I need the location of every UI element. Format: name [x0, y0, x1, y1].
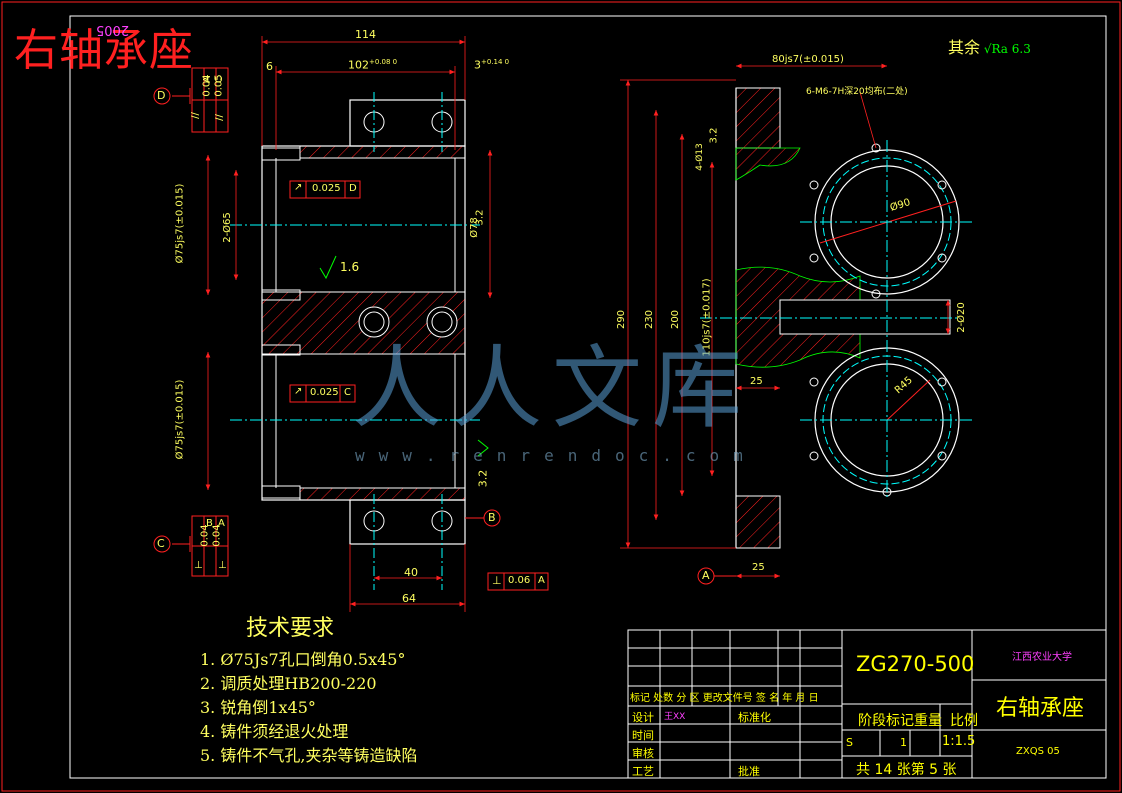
revision-header: 标记 处数 分 区 更改文件号 签 名 年 月 日 [630, 693, 819, 704]
dim-6-m6: 6-M6-7H深20均布(二处) [806, 87, 908, 97]
dim-6: 6 [266, 60, 273, 73]
dim-25-bottom: 25 [752, 562, 765, 573]
requirement-3: 3. 锐角倒1x45° [200, 698, 316, 717]
perp-bottom-val: 0.06 [508, 575, 531, 586]
drawing-number: ZXQS 05 [1016, 746, 1060, 757]
dim-80: 80js7(±0.015) [772, 54, 844, 65]
datum-b-label: B [488, 511, 496, 524]
requirement-2: 2. 调质处理HB200-220 [200, 674, 377, 693]
tol-bot-row2-datum: A [218, 518, 225, 529]
process-label: 工艺 [632, 765, 654, 778]
dim-102-tol: +0.08 0 [369, 58, 398, 66]
tol-bot-row1-sym: ⊥ [194, 560, 203, 571]
dim-75-bottom: Ø75js7(±0.015) [174, 379, 186, 460]
surface-note-value: 6.3 [1011, 42, 1031, 56]
scale-label: 比例 [950, 713, 978, 729]
material-label: ZG270-500 [856, 652, 975, 676]
title-block [627, 629, 1107, 779]
scale-value: 1:1.5 [942, 734, 976, 749]
dim-2-65: 2-Ø65 [221, 212, 233, 243]
dim-4-13: 4-Ø13 [694, 143, 705, 171]
design-label: 设计 [632, 711, 654, 724]
check-label: 时间 [632, 729, 654, 742]
tol-bot-row1-datum: B [206, 518, 213, 529]
runout-upper-datum: D [349, 183, 357, 194]
watermark-url: www.renrendoc.com [355, 446, 757, 465]
approve-label: 批准 [738, 765, 760, 778]
ra-3-2-right-a: 3.2 [708, 127, 720, 144]
stage-label: 阶段标记 [858, 713, 914, 729]
requirement-5: 5. 铸件不气孔,夹杂等铸造缺陷 [200, 746, 418, 765]
ra-1-6: 1.6 [340, 260, 360, 274]
sheet-count: 共 14 张第 5 张 [856, 762, 957, 778]
runout-upper-val: 0.025 [312, 183, 341, 194]
right-view [620, 63, 975, 585]
datum-c-label: C [157, 537, 165, 550]
designer-name: 王XX [664, 712, 686, 722]
datum-d-label: D [157, 89, 166, 102]
left-view [153, 36, 549, 612]
overlay-title: 右轴承座 [14, 25, 194, 76]
dim-3-tol: +0.14 0 [481, 58, 510, 66]
tol-bot-row2-sym: ⊥ [218, 560, 227, 571]
perp-bottom-sym: ⊥ [492, 574, 502, 587]
part-name-label: 右轴承座 [996, 696, 1085, 721]
runout-upper-sym: ↗ [294, 182, 303, 193]
watermark-text: 人人文库 [352, 336, 752, 441]
surface-note-label: 其余 [948, 38, 981, 57]
top-tag: 2005 [96, 22, 130, 37]
dim-2-20: 2-Ø20 [955, 302, 967, 333]
review-label: 审核 [632, 747, 654, 760]
runout-lower-val: 0.025 [310, 387, 339, 398]
tol-top-row1-sym: // [189, 112, 201, 119]
datum-a-label: A [702, 569, 710, 582]
ra-3-2-left: 3.2 [476, 469, 490, 488]
stage-value: S [846, 736, 853, 749]
runout-lower-sym: ↗ [294, 386, 303, 397]
perp-bottom-datum: A [538, 575, 545, 586]
tol-top-row1-datum: A [201, 76, 213, 83]
drawing-border [69, 15, 1107, 779]
dim-3-value: 3 [474, 58, 481, 72]
dim-75-top: Ø75js7(±0.015) [174, 183, 186, 264]
dim-25-mid: 25 [750, 376, 763, 387]
tol-top-row2-datum: C [213, 76, 225, 83]
runout-lower-datum: C [344, 387, 351, 398]
requirement-1: 1. Ø75Js7孔口倒角0.5x45° [200, 650, 406, 669]
tol-top-row2-sym: // [213, 114, 225, 121]
dim-114: 114 [355, 28, 376, 41]
standard-label: 标准化 [738, 711, 771, 724]
dim-102: 102+0.08 0 [348, 58, 397, 72]
requirements-title: 技术要求 [246, 616, 335, 641]
dim-3: 3+0.14 0 [474, 58, 509, 72]
ra-3-2-right-b: 3.2 [474, 209, 486, 226]
dim-102-value: 102 [348, 58, 369, 72]
school-label: 江西农业大学 [1012, 652, 1072, 663]
surface-note: 其余 √Ra 6.3 [948, 38, 1031, 57]
dim-64: 64 [402, 592, 416, 605]
requirement-4: 4. 铸件须经退火处理 [200, 722, 349, 741]
weight-label: 重量 [914, 713, 942, 729]
dim-40: 40 [404, 566, 418, 579]
weight-value: 1 [900, 736, 907, 749]
